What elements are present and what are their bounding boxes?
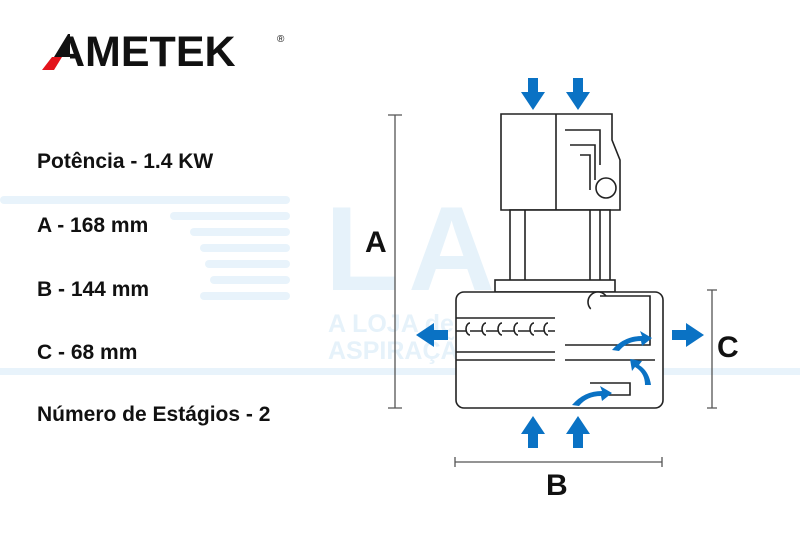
spec-a: A - 168 mm (37, 214, 149, 237)
dimension-c-line (707, 289, 717, 409)
arrow-in-bottom-left (521, 416, 545, 448)
dimension-b-line (454, 457, 663, 467)
spec-stages: Número de Estágios - 2 (37, 403, 271, 426)
dimension-a-line (388, 114, 402, 409)
arrow-in-bottom-right (566, 416, 590, 448)
spec-power: Potência - 1.4 KW (37, 150, 214, 173)
arrow-internal-3 (630, 359, 651, 385)
registered-mark: ® (277, 34, 285, 45)
arrow-out-left (416, 323, 448, 347)
motor-outline (455, 113, 664, 409)
arrow-out-right (672, 323, 704, 347)
arrow-internal-2 (572, 386, 612, 406)
dimension-b-label: B (546, 469, 568, 502)
arrow-internal-1 (612, 331, 652, 351)
logo-red-slash (42, 34, 70, 70)
dimension-c-label: C (717, 331, 739, 364)
dimension-a-label: A (365, 226, 387, 259)
spec-b: B - 144 mm (37, 278, 150, 301)
arrow-in-top-left (521, 78, 545, 110)
dimension-lines (388, 114, 717, 467)
arrow-in-top-right (566, 78, 590, 110)
airflow-arrows (416, 78, 704, 448)
logo-text: AMETEK (54, 28, 236, 76)
spec-c: C - 68 mm (37, 341, 138, 364)
